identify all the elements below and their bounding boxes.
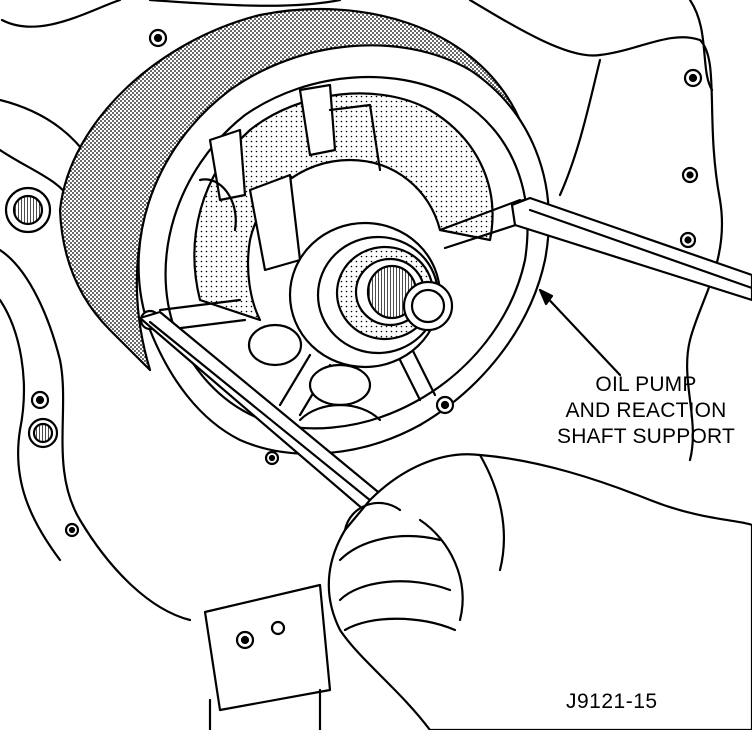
- figure-id: J9121-15: [566, 690, 658, 713]
- callout-leader: [538, 288, 622, 377]
- callout-line-1: OIL PUMP: [595, 373, 697, 396]
- hand: [327, 453, 752, 730]
- callout-line-2: AND REACTION: [565, 399, 727, 422]
- oil-pump-callout: OIL PUMP AND REACTION SHAFT SUPPORT: [548, 372, 744, 450]
- callout-line-3: SHAFT SUPPORT: [556, 425, 736, 448]
- bottom-bracket: [203, 583, 332, 712]
- case-outline: [0, 0, 724, 462]
- right-pry-bar: [510, 196, 752, 302]
